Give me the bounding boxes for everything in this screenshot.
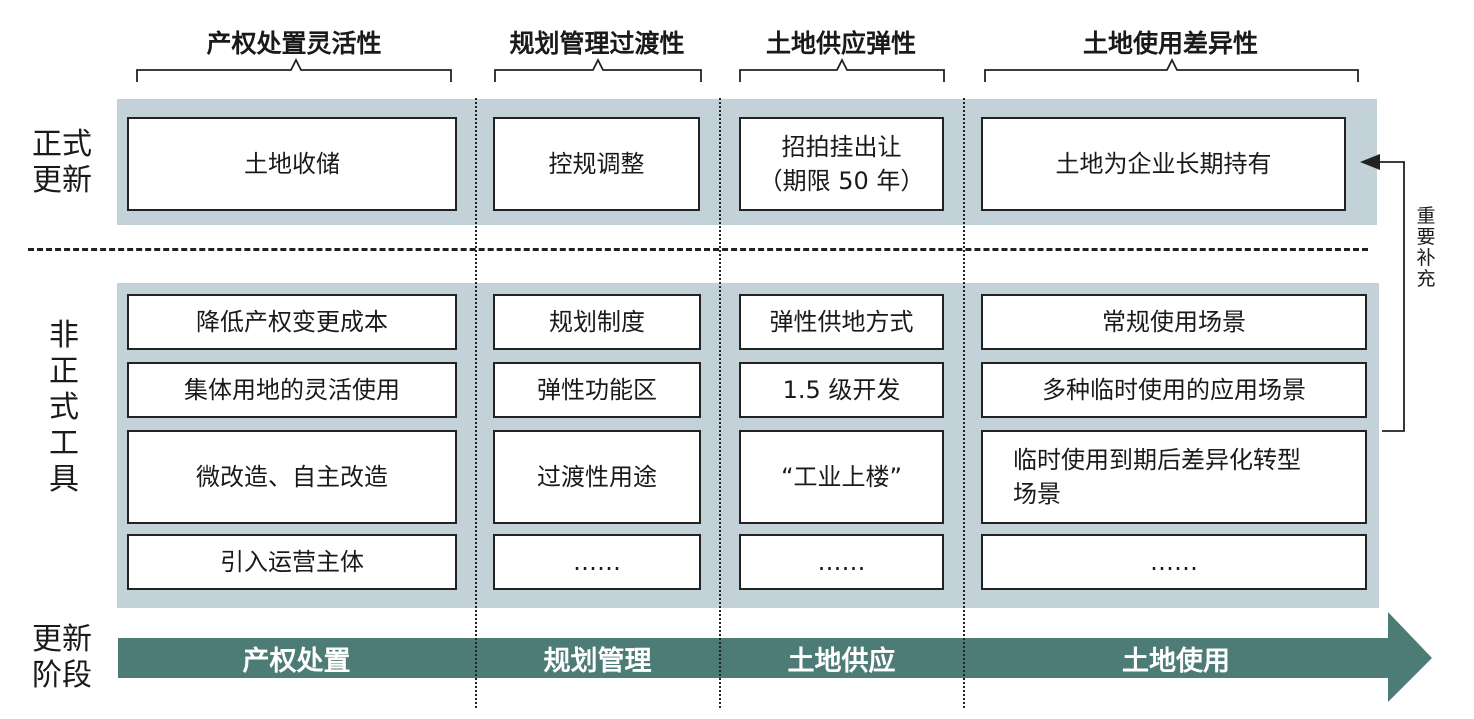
feedback-label: 重要补充 — [1416, 205, 1436, 290]
informal-box: 过渡性用途 — [493, 430, 701, 524]
column-separator — [475, 98, 477, 708]
header-supply: 土地供应弹性 — [765, 29, 916, 58]
header-planning: 规划管理过渡性 — [509, 29, 685, 58]
informal-box: …… — [981, 534, 1367, 590]
stage-usage: 土地使用 — [1122, 645, 1230, 677]
informal-box: 降低产权变更成本 — [127, 294, 457, 350]
header-usage: 土地使用差异性 — [1082, 29, 1258, 58]
informal-box: “工业上楼” — [739, 430, 944, 524]
informal-box: …… — [493, 534, 701, 590]
formal-box-usage: 土地为企业长期持有 — [981, 117, 1346, 211]
informal-box: 规划制度 — [493, 294, 701, 350]
label-formal-update: 正式 更新 — [32, 127, 92, 198]
label-update-stage: 更新 阶段 — [32, 622, 92, 693]
informal-box: 引入运营主体 — [127, 534, 457, 590]
informal-box: 集体用地的灵活使用 — [127, 362, 457, 418]
informal-box: 常规使用场景 — [981, 294, 1367, 350]
formal-box-property: 土地收储 — [127, 117, 457, 211]
formal-informal-divider — [28, 248, 1368, 251]
stage-property: 产权处置 — [242, 645, 351, 677]
column-separator — [719, 98, 721, 708]
informal-box: …… — [739, 534, 944, 590]
informal-box: 临时使用到期后差异化转型 场景 — [981, 430, 1367, 524]
header-property: 产权处置灵活性 — [206, 29, 382, 58]
stage-supply: 土地供应 — [787, 645, 896, 677]
informal-box: 弹性功能区 — [493, 362, 701, 418]
formal-box-planning: 控规调整 — [493, 117, 700, 211]
label-informal-tools: 非 正 式 工 具 — [49, 318, 79, 497]
informal-box: 弹性供地方式 — [739, 294, 944, 350]
formal-box-supply: 招拍挂出让 （期限 50 年） — [739, 117, 944, 211]
informal-box: 微改造、自主改造 — [127, 430, 457, 524]
informal-box: 多种临时使用的应用场景 — [981, 362, 1367, 418]
column-separator — [963, 98, 965, 708]
header-braces — [136, 57, 1359, 82]
stage-planning: 规划管理 — [543, 645, 652, 677]
informal-box: 1.5 级开发 — [739, 362, 944, 418]
